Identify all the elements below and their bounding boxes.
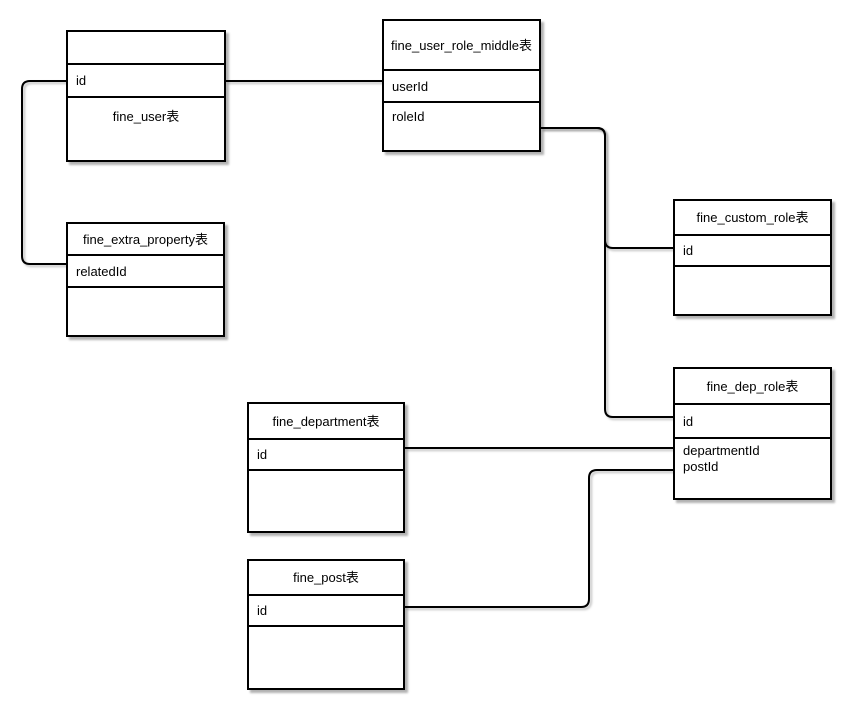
field-label: id [257,603,268,618]
field-label: id [683,243,694,258]
table-fine-dep-role-body[interactable]: departmentId postId [675,437,830,498]
table-fine-post-body[interactable] [249,625,403,688]
table-fine-user[interactable]: id fine_user表 [66,30,226,162]
connector-user-extra-property[interactable] [21,80,66,265]
table-fine-dep-role[interactable]: fine_dep_role表 id departmentId postId [673,367,832,500]
field-custom-role-id[interactable]: id [675,234,830,265]
field-user-role-middle-userid[interactable]: userId [384,69,539,101]
connector-middle-custom-role[interactable] [541,127,673,249]
table-title[interactable]: fine_dep_role表 [706,378,799,394]
field-dep-role-postid[interactable]: postId [683,459,719,474]
table-title[interactable]: fine_custom_role表 [696,210,809,225]
table-fine-department-body[interactable] [249,469,403,531]
field-dep-role-id[interactable]: id [675,403,830,437]
table-fine-extra-property-body[interactable] [68,286,223,335]
field-label: id [683,413,694,429]
table-title[interactable]: fine_user_role_middle表 [391,37,532,53]
field-department-id[interactable]: id [249,438,403,469]
field-user-role-middle-roleid[interactable]: roleId [384,101,539,150]
table-title: fine_user表 [112,109,180,124]
field-fine-user-id[interactable]: id [68,63,224,96]
connector-middle-dep-role[interactable] [541,127,673,418]
table-fine-extra-property[interactable]: fine_extra_property表 relatedId [66,222,225,337]
table-fine-custom-role-body[interactable] [675,265,830,314]
table-title[interactable]: fine_post表 [293,570,359,585]
table-fine-user-body[interactable]: fine_user表 [68,96,224,160]
field-dep-role-departmentid[interactable]: departmentId [683,443,760,458]
table-title[interactable]: fine_extra_property表 [82,231,208,247]
table-fine-department[interactable]: fine_department表 id [247,402,405,533]
table-title[interactable]: fine_department表 [272,413,380,429]
field-label: id [257,447,268,462]
field-post-id[interactable]: id [249,594,403,625]
connector-post-dep-role[interactable] [405,469,673,608]
field-label: id [76,73,87,88]
table-fine-custom-role[interactable]: fine_custom_role表 id [673,199,832,316]
field-extra-property-relatedid[interactable]: relatedId [68,254,223,286]
table-fine-user-role-middle[interactable]: fine_user_role_middle表 userId roleId [382,19,541,152]
field-label: roleId [392,109,425,124]
field-label: relatedId [76,263,127,279]
table-fine-user-header[interactable] [68,32,224,63]
field-label: userId [392,78,429,94]
table-fine-post[interactable]: fine_post表 id [247,559,405,690]
